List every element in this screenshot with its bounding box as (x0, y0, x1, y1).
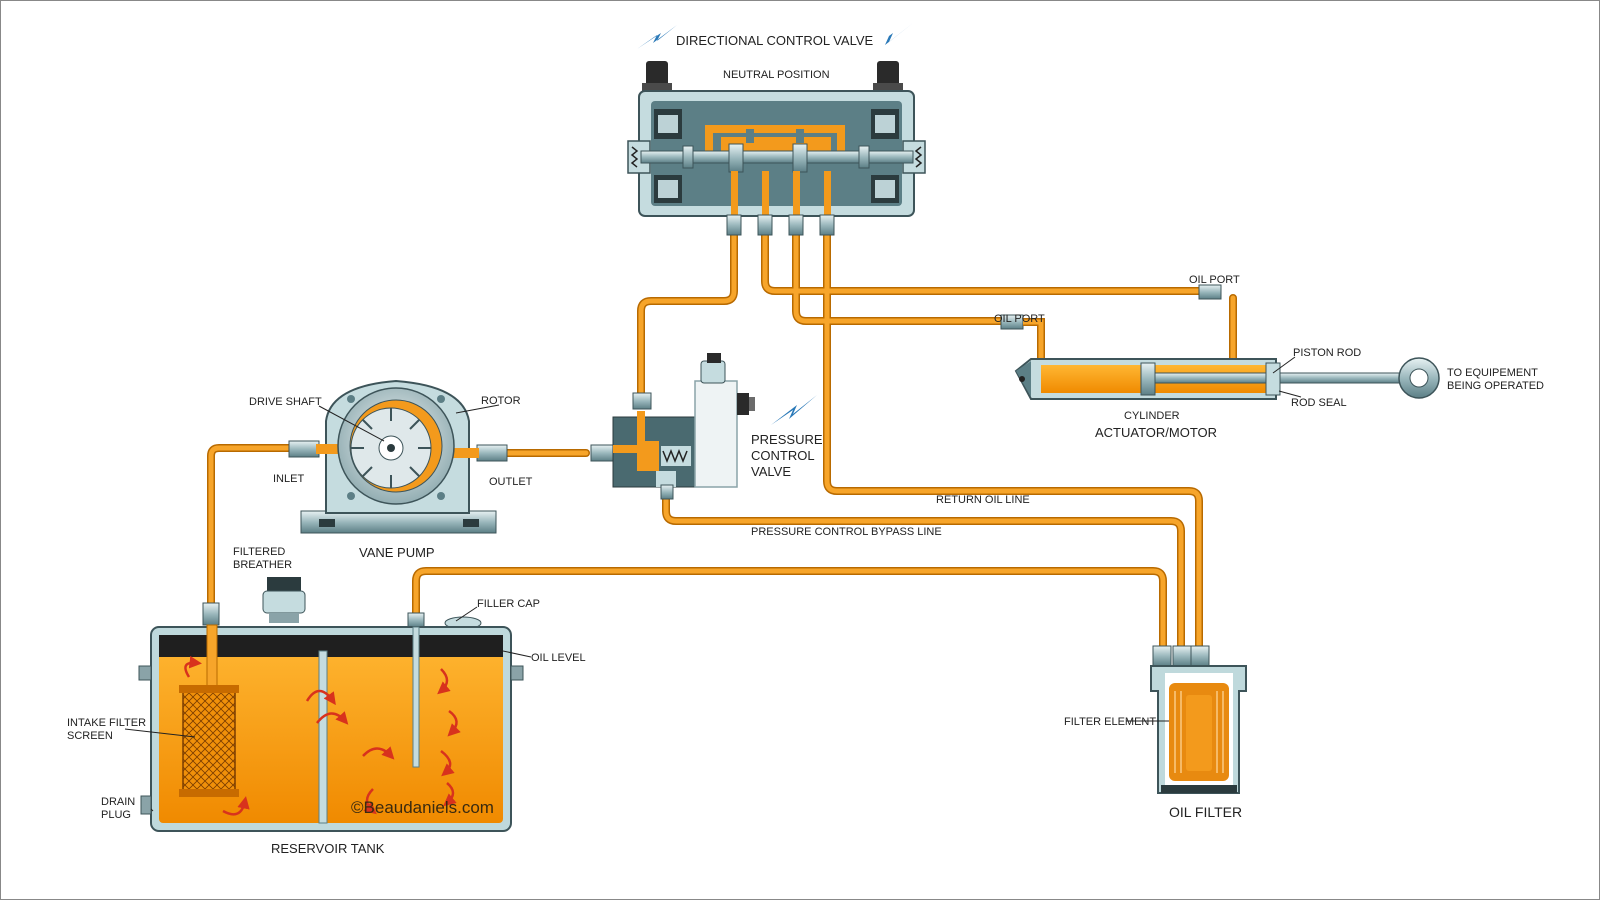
leader-lines (124, 356, 1302, 812)
label-oil-filter: OIL FILTER (1169, 804, 1242, 820)
label-drive-shaft: DRIVE SHAFT (249, 396, 322, 408)
label-filter-element: FILTER ELEMENT (1064, 716, 1156, 728)
label-pressure-3: VALVE (751, 464, 791, 479)
label-actuator-motor: ACTUATOR/MOTOR (1095, 425, 1217, 440)
label-oil-port-lower: OIL PORT (994, 313, 1045, 325)
label-outlet: OUTLET (489, 476, 533, 488)
label-neutral-position: NEUTRAL POSITION (723, 69, 830, 81)
curved-arrow-icon (184, 655, 461, 816)
lightning-bolt-icon (771, 395, 817, 425)
label-drain-plug-1: DRAIN (101, 796, 135, 808)
label-intake-filter-2: SCREEN (67, 730, 113, 742)
label-pressure-1: PRESSURE (751, 432, 823, 447)
label-drain-plug-2: PLUG (101, 809, 131, 821)
label-directional-control-valve: DIRECTIONAL CONTROL VALVE (676, 33, 874, 48)
reservoir-tank (138, 577, 524, 832)
label-filtered-breather-1: FILTERED (233, 546, 285, 558)
label-vane-pump: VANE PUMP (359, 545, 435, 560)
label-pressure-2: CONTROL (751, 448, 815, 463)
label-filtered-breather-2: BREATHER (233, 559, 292, 571)
label-to-equipment-1: TO EQUIPEMENT (1447, 367, 1538, 379)
label-to-equipment-2: BEING OPERATED (1447, 380, 1544, 392)
directional-control-valve (627, 61, 926, 236)
watermark: ©Beaudaniels.com (351, 798, 494, 817)
actuator-cylinder (1000, 284, 1440, 400)
lightning-bolt-icon (869, 23, 913, 51)
lightning-bolt-icon (637, 25, 677, 49)
label-oil-level: OIL LEVEL (531, 652, 586, 664)
pressure-control-valve (590, 353, 755, 500)
label-piston-rod: PISTON ROD (1293, 347, 1361, 359)
label-rod-seal: ROD SEAL (1291, 397, 1347, 409)
label-reservoir-tank: RESERVOIR TANK (271, 841, 385, 856)
oil-filter (1150, 645, 1247, 794)
label-cylinder: CYLINDER (1124, 410, 1180, 422)
label-inlet: INLET (273, 473, 304, 485)
vane-pump (288, 379, 508, 534)
labels: DIRECTIONAL CONTROL VALVE NEUTRAL POSITI… (67, 33, 1544, 856)
label-return-oil-line: RETURN OIL LINE (936, 494, 1030, 506)
oil-pipes (207, 227, 1237, 655)
label-pressure-bypass-line: PRESSURE CONTROL BYPASS LINE (751, 526, 942, 538)
label-filler-cap: FILLER CAP (477, 598, 540, 610)
label-rotor: ROTOR (481, 395, 521, 407)
label-intake-filter-1: INTAKE FILTER (67, 717, 146, 729)
label-oil-port-upper: OIL PORT (1189, 274, 1240, 286)
